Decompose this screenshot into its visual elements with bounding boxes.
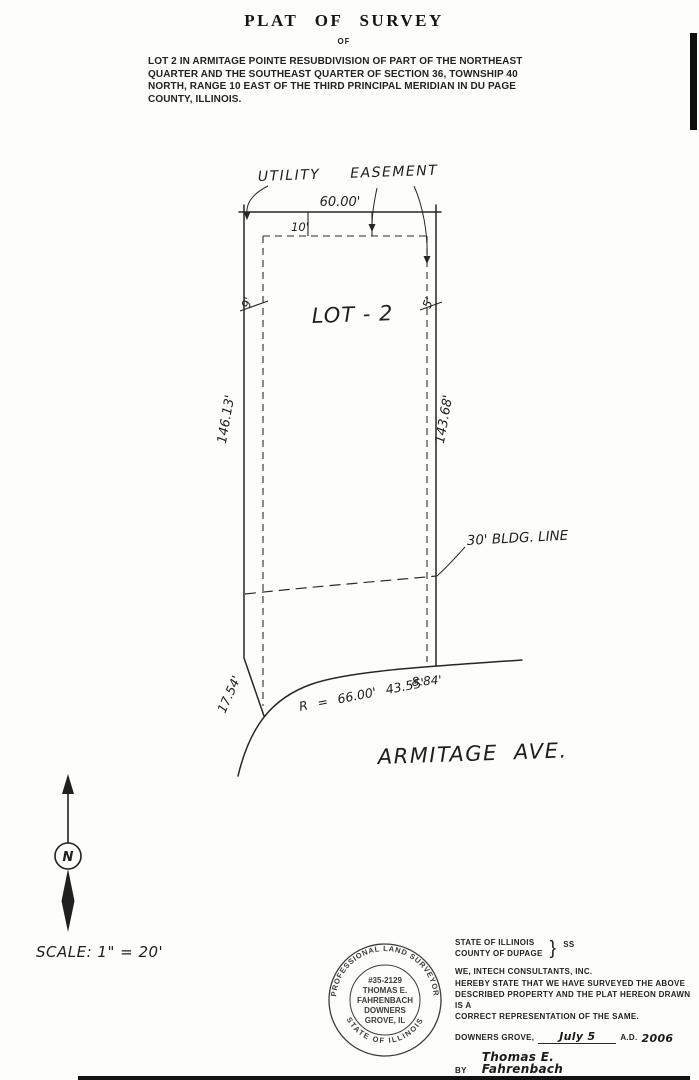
cert-place: DOWNERS GROVE, xyxy=(455,1032,535,1042)
north-arrow-head xyxy=(62,774,74,794)
lot-label: LOT - 2 xyxy=(311,301,393,328)
arrowhead-right-icon xyxy=(423,256,431,264)
street-name-label: ARMITAGE AVE. xyxy=(375,738,568,769)
cert-state-county: STATE OF ILLINOIS COUNTY OF DUPAGE xyxy=(455,938,543,960)
cert-by-row: BY Thomas E. Fahrenbach xyxy=(455,1051,697,1077)
cert-statement-line2: DESCRIBED PROPERTY AND THE PLAT HEREON D… xyxy=(455,990,691,1010)
dim-southeast: 8.84' xyxy=(411,673,442,689)
cert-ad-label: A.D. xyxy=(620,1032,638,1042)
cert-statement: HEREBY STATE THAT WE HAVE SURVEYED THE A… xyxy=(455,979,697,1022)
seal-name-line2: FAHRENBACH xyxy=(357,996,413,1005)
dim-top-width: 60.00' xyxy=(320,195,361,210)
seal-number: #35-2129 xyxy=(368,976,402,985)
easement-leader-left xyxy=(246,185,269,215)
dim-easement-depth: 10' xyxy=(291,220,309,234)
cert-state-row: STATE OF ILLINOIS COUNTY OF DUPAGE } SS xyxy=(455,938,697,960)
building-line-label: 30' BLDG. LINE xyxy=(466,528,569,549)
cert-by-label: BY xyxy=(455,1065,467,1075)
seal-city-line1: DOWNERS xyxy=(364,1006,406,1015)
legal-description: LOT 2 IN ARMITAGE POINTE RESUBDIVISION O… xyxy=(148,56,523,105)
cert-statement-line3: CORRECT REPRESENTATION OF THE SAME. xyxy=(455,1011,639,1021)
cert-brace: } xyxy=(549,938,557,960)
cert-state: STATE OF ILLINOIS xyxy=(455,938,535,947)
building-line-leader xyxy=(436,546,466,577)
cert-year-written: 2006 xyxy=(641,1031,674,1045)
scale-note: SCALE: 1" = 20' xyxy=(36,943,163,961)
cert-county: COUNTY OF DUPAGE xyxy=(455,948,543,958)
tick-west-easement xyxy=(239,300,269,312)
tick-east-easement xyxy=(419,301,443,311)
dim-easement-left: 9' xyxy=(239,295,256,310)
cert-date-written: July 5 xyxy=(538,1031,617,1044)
building-line xyxy=(244,575,438,595)
dim-southwest: 17.54' xyxy=(214,673,244,715)
easement-leader-mid xyxy=(371,187,378,227)
seal-inner-circle xyxy=(349,964,421,1036)
arrowhead-mid-icon xyxy=(368,224,376,232)
certification-block: STATE OF ILLINOIS COUNTY OF DUPAGE } SS … xyxy=(455,938,697,1080)
street-curve xyxy=(237,659,523,777)
lot-west-line xyxy=(243,204,265,717)
page-title: PLAT OF SURVEY xyxy=(244,11,444,30)
arrowhead-left-icon xyxy=(243,212,251,220)
scan-artifact-bottom xyxy=(78,1076,690,1080)
north-arrow-letter: N xyxy=(63,850,74,865)
north-arrow-tail xyxy=(61,869,75,932)
seal-city-line2: GROVE, IL xyxy=(365,1016,406,1025)
scan-artifact-right xyxy=(690,33,697,130)
surveyor-seal: PROFESSIONAL LAND SURVEYOR STATE OF ILLI… xyxy=(328,943,442,1057)
dim-west-line: 146.13' xyxy=(215,394,238,445)
north-arrow-icon: N xyxy=(54,774,82,932)
cert-date-row: DOWNERS GROVE, July 5 A.D. 2006 xyxy=(455,1031,697,1044)
cert-signature: Thomas E. Fahrenbach xyxy=(471,1051,640,1077)
cert-ss: SS xyxy=(563,940,575,949)
cert-statement-line1: HEREBY STATE THAT WE HAVE SURVEYED THE A… xyxy=(455,979,686,989)
dim-curve: R = 66.00' 43.55' xyxy=(298,675,426,714)
of-label: OF xyxy=(337,37,351,46)
cert-firm: WE, INTECH CONSULTANTS, INC. xyxy=(455,966,593,976)
seal-name-line1: THOMAS E. xyxy=(363,986,407,995)
utility-easement-label: UTILITY EASEMENT xyxy=(258,163,439,185)
seal-outer-circle xyxy=(328,943,442,1057)
easement-leader-right xyxy=(413,185,428,259)
dim-easement-right: 5' xyxy=(420,295,437,310)
